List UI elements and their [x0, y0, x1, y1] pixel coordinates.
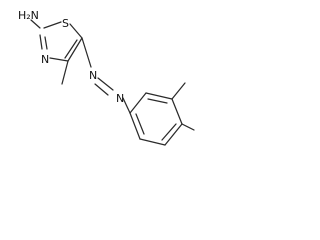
bond-b1-b2	[129, 92, 147, 114]
bond-n1-n2	[97, 77, 114, 91]
bond-c5-c4-double	[64, 39, 78, 59]
bond-s1-c5	[69, 23, 83, 39]
benzene-ring	[129, 92, 183, 146]
bond-n1-n2-double	[94, 83, 109, 96]
bond-b6-b1	[129, 112, 141, 140]
bond-c2-s1	[43, 21, 62, 29]
amine-label: H₂N	[18, 9, 39, 22]
bond-c5-c4	[67, 37, 83, 62]
bond-c5-n1	[81, 37, 92, 68]
bond-b3-methyl	[171, 82, 186, 100]
bond-n3-c2	[39, 34, 43, 50]
bond-b4-b5	[164, 123, 183, 146]
bond-b2-b3	[145, 92, 173, 100]
bond-b2-b3-double	[147, 98, 168, 104]
azo-nitrogen-1-label: N	[89, 69, 97, 82]
chemical-structure: H₂N S N N N	[18, 9, 195, 146]
sulfur-label: S	[62, 17, 69, 30]
bond-n3-c2-double	[44, 36, 48, 50]
bond-c2-amine	[30, 19, 41, 29]
bond-b4-b5-double	[161, 123, 177, 141]
azo-nitrogen-2-label: N	[116, 92, 124, 105]
bond-b4-methyl	[181, 123, 195, 131]
bond-n2-c1	[122, 97, 131, 114]
bond-b3-b4	[171, 98, 183, 125]
bond-c4-n3	[49, 57, 69, 62]
bond-b5-b6	[139, 138, 166, 146]
thiazole-ring	[39, 21, 83, 62]
bond-c4-methyl	[61, 60, 69, 85]
bond-b6-b1-double	[135, 113, 145, 135]
ring-nitrogen-label: N	[41, 53, 49, 66]
